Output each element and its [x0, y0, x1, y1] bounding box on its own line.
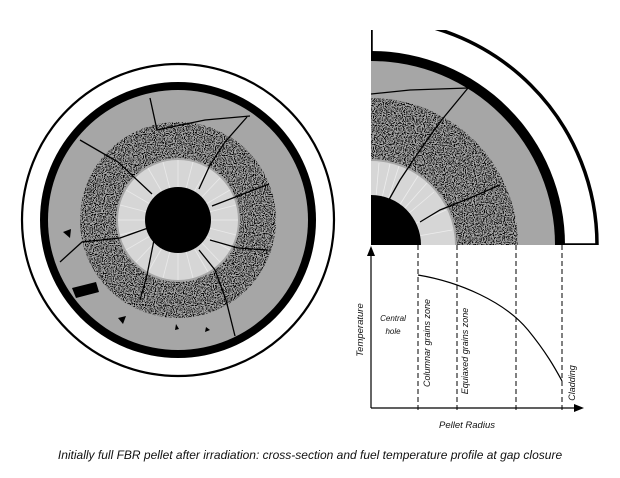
central-hole-label-line2: hole	[385, 327, 401, 336]
pellet-quarter-section	[371, 30, 599, 245]
surface-chips	[63, 229, 210, 332]
temperature-profile-curve	[417, 274, 563, 382]
temperature-profile-plot: Temperature Pellet Radius Central hole C…	[355, 245, 584, 431]
quarter-grain-streaks	[375, 162, 453, 237]
pellet-cross-section	[20, 62, 336, 378]
y-axis-label: Temperature	[355, 303, 366, 357]
x-axis-arrowhead	[574, 404, 584, 412]
quarter-cracks	[371, 87, 501, 223]
quarter-central-hole	[371, 195, 421, 245]
central-hole	[145, 187, 211, 253]
zone-boundaries	[417, 245, 563, 412]
columnar-zone-label: Columnar grains zone	[422, 299, 432, 387]
central-hole-label-line1: Central	[380, 314, 406, 323]
x-axis-label: Pellet Radius	[439, 420, 495, 431]
equiaxed-zone-label: Equiaxed grains zone	[460, 308, 470, 395]
columnar-grain-streaks	[118, 160, 238, 280]
cladding-label: Cladding	[567, 365, 577, 401]
cracks	[59, 97, 270, 337]
figure-caption: Initially full FBR pellet after irradiat…	[57, 448, 563, 462]
y-axis-arrowhead	[367, 246, 375, 256]
